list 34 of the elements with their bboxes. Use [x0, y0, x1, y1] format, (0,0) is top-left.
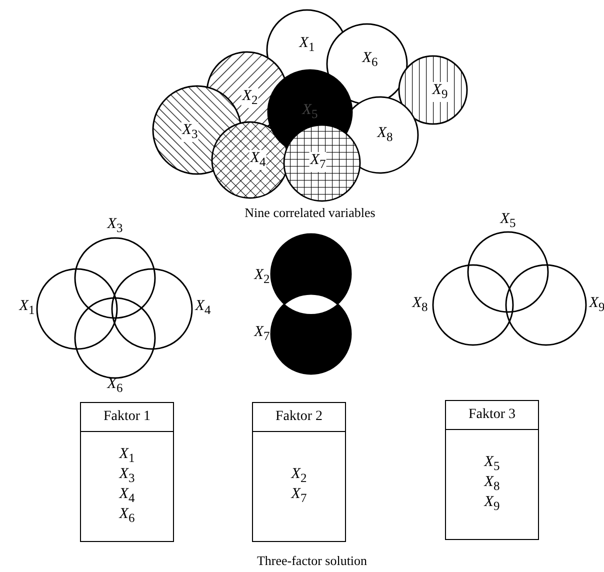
variable-label: X$_{7}$ — [254, 324, 270, 344]
variable-label: X$_{3}$ — [181, 122, 199, 142]
variable-label: X$_{7}$ — [309, 152, 327, 172]
variable-label: X$_{8}$ — [484, 474, 500, 494]
variable-label: X$_{1}$ — [299, 35, 315, 55]
variable-label: X$_{9}$ — [484, 494, 500, 514]
variable-label: X$_{4}$ — [119, 486, 135, 506]
variable-label: X$_{5}$ — [500, 211, 516, 231]
factor-heading: Faktor 2 — [253, 403, 345, 432]
variable-label: X$_{5}$ — [484, 454, 500, 474]
factor-heading: Faktor 3 — [446, 401, 538, 430]
variable-label: X$_{8}$ — [412, 295, 428, 315]
variable-label: X$_{3}$ — [107, 216, 123, 236]
factor-table — [80, 402, 174, 542]
variable-label: X$_{8}$ — [377, 125, 393, 145]
variable-label: X$_{2}$ — [291, 466, 307, 486]
factor-table — [252, 402, 346, 542]
variable-label: X$_{6}$ — [362, 50, 378, 70]
variable-label: X$_{6}$ — [119, 506, 135, 526]
variable-label: X$_{2}$ — [254, 267, 270, 287]
variable-label: X$_{1}$ — [119, 446, 135, 466]
caption: Nine correlated variables — [244, 205, 376, 221]
variable-label: X$_{5}$ — [302, 102, 318, 122]
variable-label: X$_{1}$ — [19, 298, 35, 318]
factor-table — [445, 400, 539, 540]
variable-label: X$_{4}$ — [195, 298, 211, 318]
variable-label: X$_{7}$ — [291, 486, 307, 506]
variable-label: X$_{4}$ — [249, 150, 267, 170]
variable-label: X$_{9}$ — [589, 295, 604, 315]
factor-heading: Faktor 1 — [81, 403, 173, 432]
caption: Three-factor solution — [256, 553, 368, 569]
variable-label: X$_{9}$ — [431, 82, 449, 102]
variable-label: X$_{2}$ — [241, 88, 259, 108]
variable-label: X$_{3}$ — [119, 466, 135, 486]
